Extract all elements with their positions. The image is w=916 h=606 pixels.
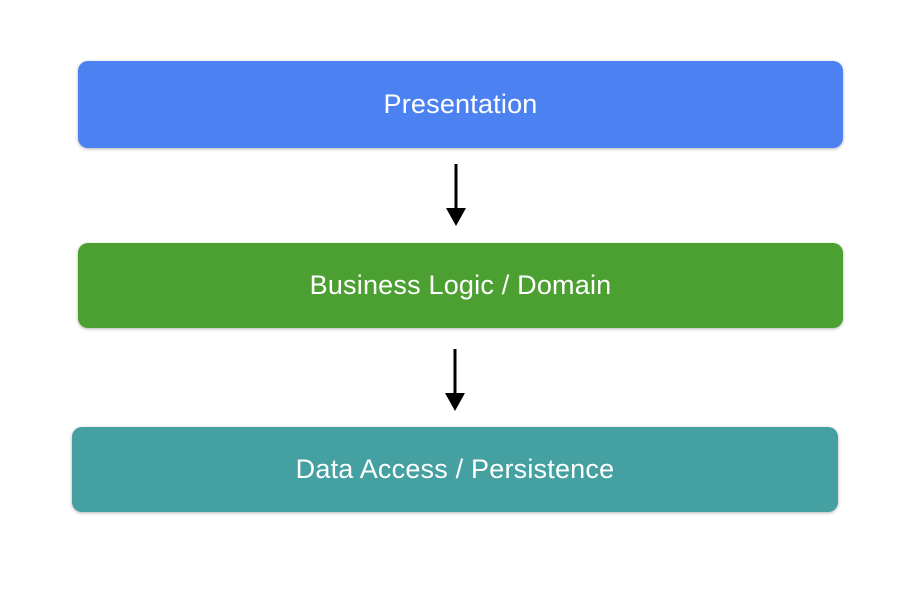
down-arrow-icon bbox=[443, 349, 467, 411]
layer-box-data-access: Data Access / Persistence bbox=[72, 427, 838, 512]
layer-label-data-access: Data Access / Persistence bbox=[295, 454, 615, 484]
layer-box-presentation: Presentation bbox=[78, 61, 843, 148]
down-arrow-icon bbox=[444, 164, 468, 226]
layer-label-business-logic: Business Logic / Domain bbox=[309, 270, 612, 300]
layer-box-business-logic: Business Logic / Domain bbox=[78, 243, 843, 328]
layer-label-presentation: Presentation bbox=[383, 89, 538, 119]
